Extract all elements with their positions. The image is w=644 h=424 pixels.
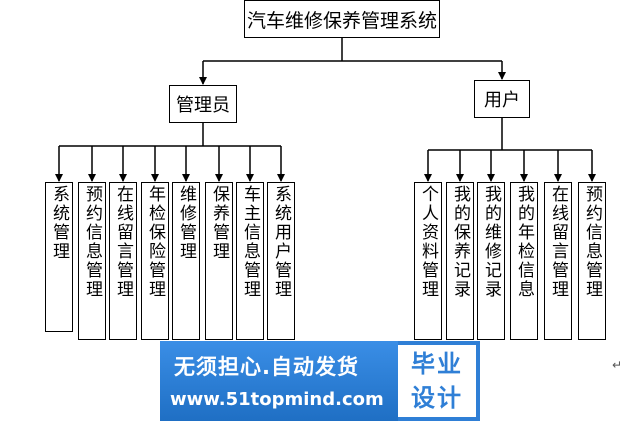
leaf-node-label: 系统用户管理	[271, 185, 291, 299]
leaf-node-label: 车主信息管理	[240, 185, 260, 299]
group-node-label: 用户	[484, 90, 520, 111]
leaf-node-label: 个人资料管理	[418, 185, 438, 299]
leaf-node: 预约信息管理	[578, 182, 606, 340]
leaf-node-label: 我的保养记录	[450, 185, 470, 299]
leaf-node-label: 系统管理	[49, 185, 69, 261]
leaf-node: 系统管理	[45, 182, 73, 332]
leaf-node-label: 年检保险管理	[145, 185, 165, 299]
leaf-node-label: 预约信息管理	[82, 185, 102, 299]
leaf-node: 我的维修记录	[477, 182, 505, 340]
leaf-node: 我的保养记录	[446, 182, 474, 340]
leaf-node: 在线留言管理	[544, 182, 572, 340]
leaf-node: 年检保险管理	[141, 182, 169, 340]
group-node-user: 用户	[474, 80, 530, 118]
watermark-logo-line1: 毕业	[411, 350, 463, 378]
leaf-node-label: 在线留言管理	[548, 185, 568, 299]
leaf-node: 车主信息管理	[236, 182, 264, 340]
watermark-slogan-panel: 无须担心.自动发货 www.51topmind.com	[160, 341, 398, 421]
watermark-banner: 无须担心.自动发货 www.51topmind.com 毕业 设计	[160, 341, 480, 421]
watermark-slogan: 无须担心.自动发货	[174, 355, 359, 379]
root-node: 汽车维修保养管理系统	[244, 0, 440, 38]
leaf-node-label: 在线留言管理	[113, 185, 133, 299]
watermark-logo-line2: 设计	[411, 384, 463, 412]
leaf-node-label: 预约信息管理	[582, 185, 602, 299]
watermark-logo: 毕业 设计	[398, 345, 476, 417]
leaf-node: 在线留言管理	[109, 182, 137, 340]
paragraph-return-mark: ↵	[612, 358, 623, 372]
leaf-node-label: 我的维修记录	[481, 185, 501, 299]
leaf-node: 预约信息管理	[78, 182, 106, 340]
leaf-node: 维修管理	[172, 182, 200, 340]
root-node-label: 汽车维修保养管理系统	[246, 9, 437, 32]
leaf-node-label: 维修管理	[176, 185, 196, 261]
leaf-node-label: 保养管理	[209, 185, 229, 261]
group-node-label: 管理员	[176, 95, 230, 116]
group-node-admin: 管理员	[169, 85, 237, 123]
leaf-node-label: 我的年检信息	[514, 185, 534, 299]
leaf-node: 系统用户管理	[267, 182, 295, 340]
leaf-node: 个人资料管理	[414, 182, 442, 340]
leaf-node: 保养管理	[205, 182, 233, 340]
watermark-url: www.51topmind.com	[170, 389, 384, 410]
leaf-node: 我的年检信息	[510, 182, 538, 340]
